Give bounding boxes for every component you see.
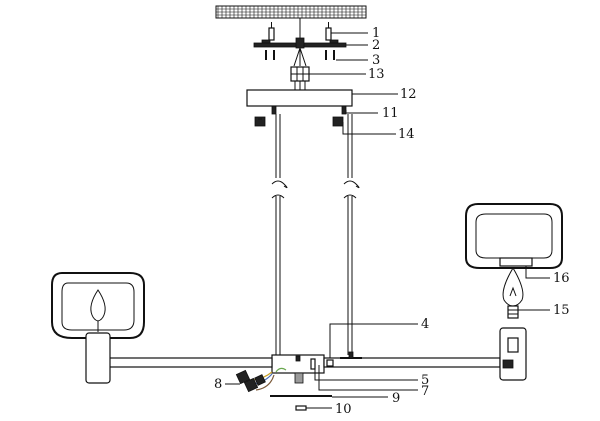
part-10-nut — [295, 405, 307, 411]
label-1: 1 — [372, 26, 380, 41]
label-5: 5 — [421, 373, 429, 388]
right-socket — [499, 327, 527, 381]
part-5-7-fixings — [310, 358, 320, 380]
part-2-mounting-bracket — [253, 37, 347, 49]
part-8-wires — [235, 367, 304, 393]
label-9: 9 — [392, 391, 400, 406]
label-11: 11 — [382, 106, 399, 121]
part-12-canopy — [246, 89, 353, 107]
part-11-screw — [271, 105, 347, 115]
part-4-clip — [326, 359, 334, 367]
label-8: 8 — [214, 377, 222, 392]
label-14: 14 — [398, 127, 415, 142]
label-15: 15 — [553, 303, 570, 318]
label-2: 2 — [372, 38, 380, 53]
part-1-screws — [268, 22, 332, 41]
left-lamp — [51, 272, 145, 384]
label-7: 7 — [421, 384, 429, 399]
label-12: 12 — [400, 87, 417, 102]
label-3: 3 — [372, 53, 380, 68]
right-lamp-shade — [465, 203, 563, 269]
part-labels: 1 2 3 13 12 11 14 4 5 7 8 9 10 16 15 — [214, 26, 570, 417]
label-13: 13 — [368, 67, 385, 82]
leader-lines — [225, 32, 550, 409]
label-16: 16 — [553, 271, 570, 286]
part-13-wire-connector — [290, 66, 310, 82]
part-15-bulb — [502, 267, 524, 319]
ceiling — [215, 5, 367, 19]
part-14-canopy-nut — [254, 116, 344, 127]
suspension-rods — [271, 114, 360, 355]
part-3-screws — [265, 50, 335, 60]
label-10: 10 — [335, 402, 352, 417]
label-4: 4 — [421, 317, 429, 332]
